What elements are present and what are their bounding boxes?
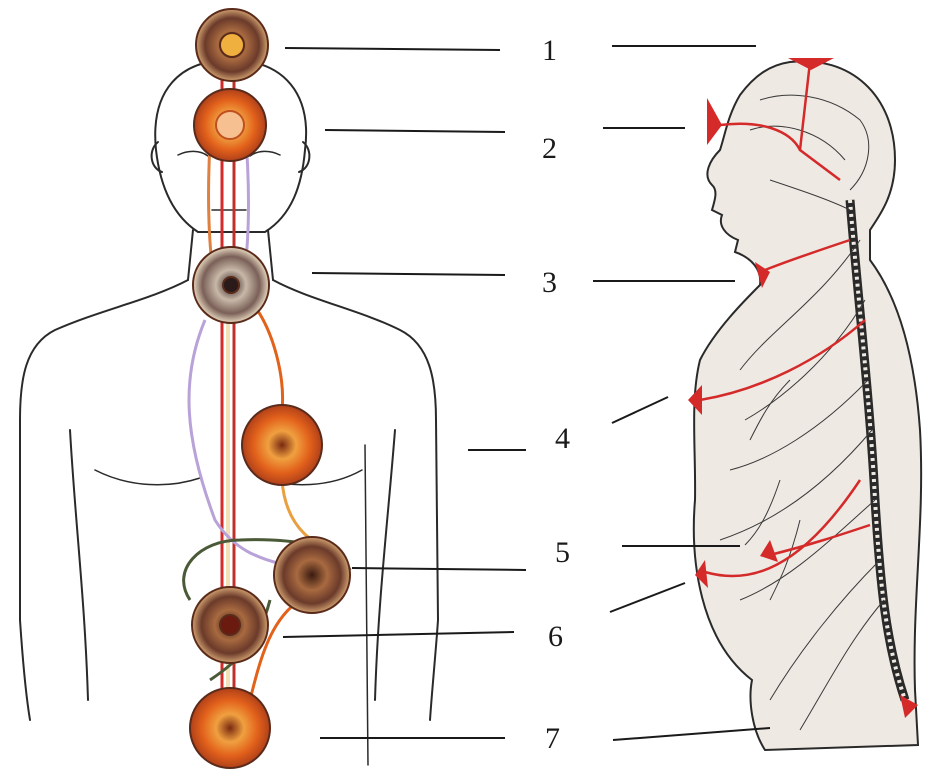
label-2: 2 (542, 132, 557, 165)
chakra-crown-center (220, 33, 244, 57)
left-eyebrow (178, 151, 208, 156)
number-labels: 1 2 3 4 5 6 7 (542, 34, 570, 755)
red-triangle-marker-icon (707, 98, 722, 145)
chakra-wheel-icon (242, 405, 322, 485)
right-body-line (365, 445, 368, 765)
label-1: 1 (542, 34, 557, 67)
label-3: 3 (542, 266, 557, 299)
label-5: 5 (555, 536, 570, 569)
neck-left (188, 230, 193, 280)
chakra-sacral-center (220, 615, 240, 635)
chakra-brow-center (216, 111, 244, 139)
chakra-throat-center (223, 277, 239, 293)
chakras (190, 9, 350, 768)
side-figure (688, 58, 921, 750)
chakra-wheel-icon (190, 688, 270, 768)
throat-heart-channel (250, 300, 283, 410)
left-shoulder-arm (20, 280, 188, 720)
label-7: 7 (545, 722, 560, 755)
right-shoulder-arm (273, 280, 438, 720)
label-6: 6 (548, 620, 563, 653)
left-torso-side (70, 430, 88, 700)
left-chest-line (95, 470, 200, 485)
label-4: 4 (555, 422, 570, 455)
neck-right (268, 230, 273, 280)
chakra-wheel-icon (274, 537, 350, 613)
right-torso-side (375, 430, 395, 700)
